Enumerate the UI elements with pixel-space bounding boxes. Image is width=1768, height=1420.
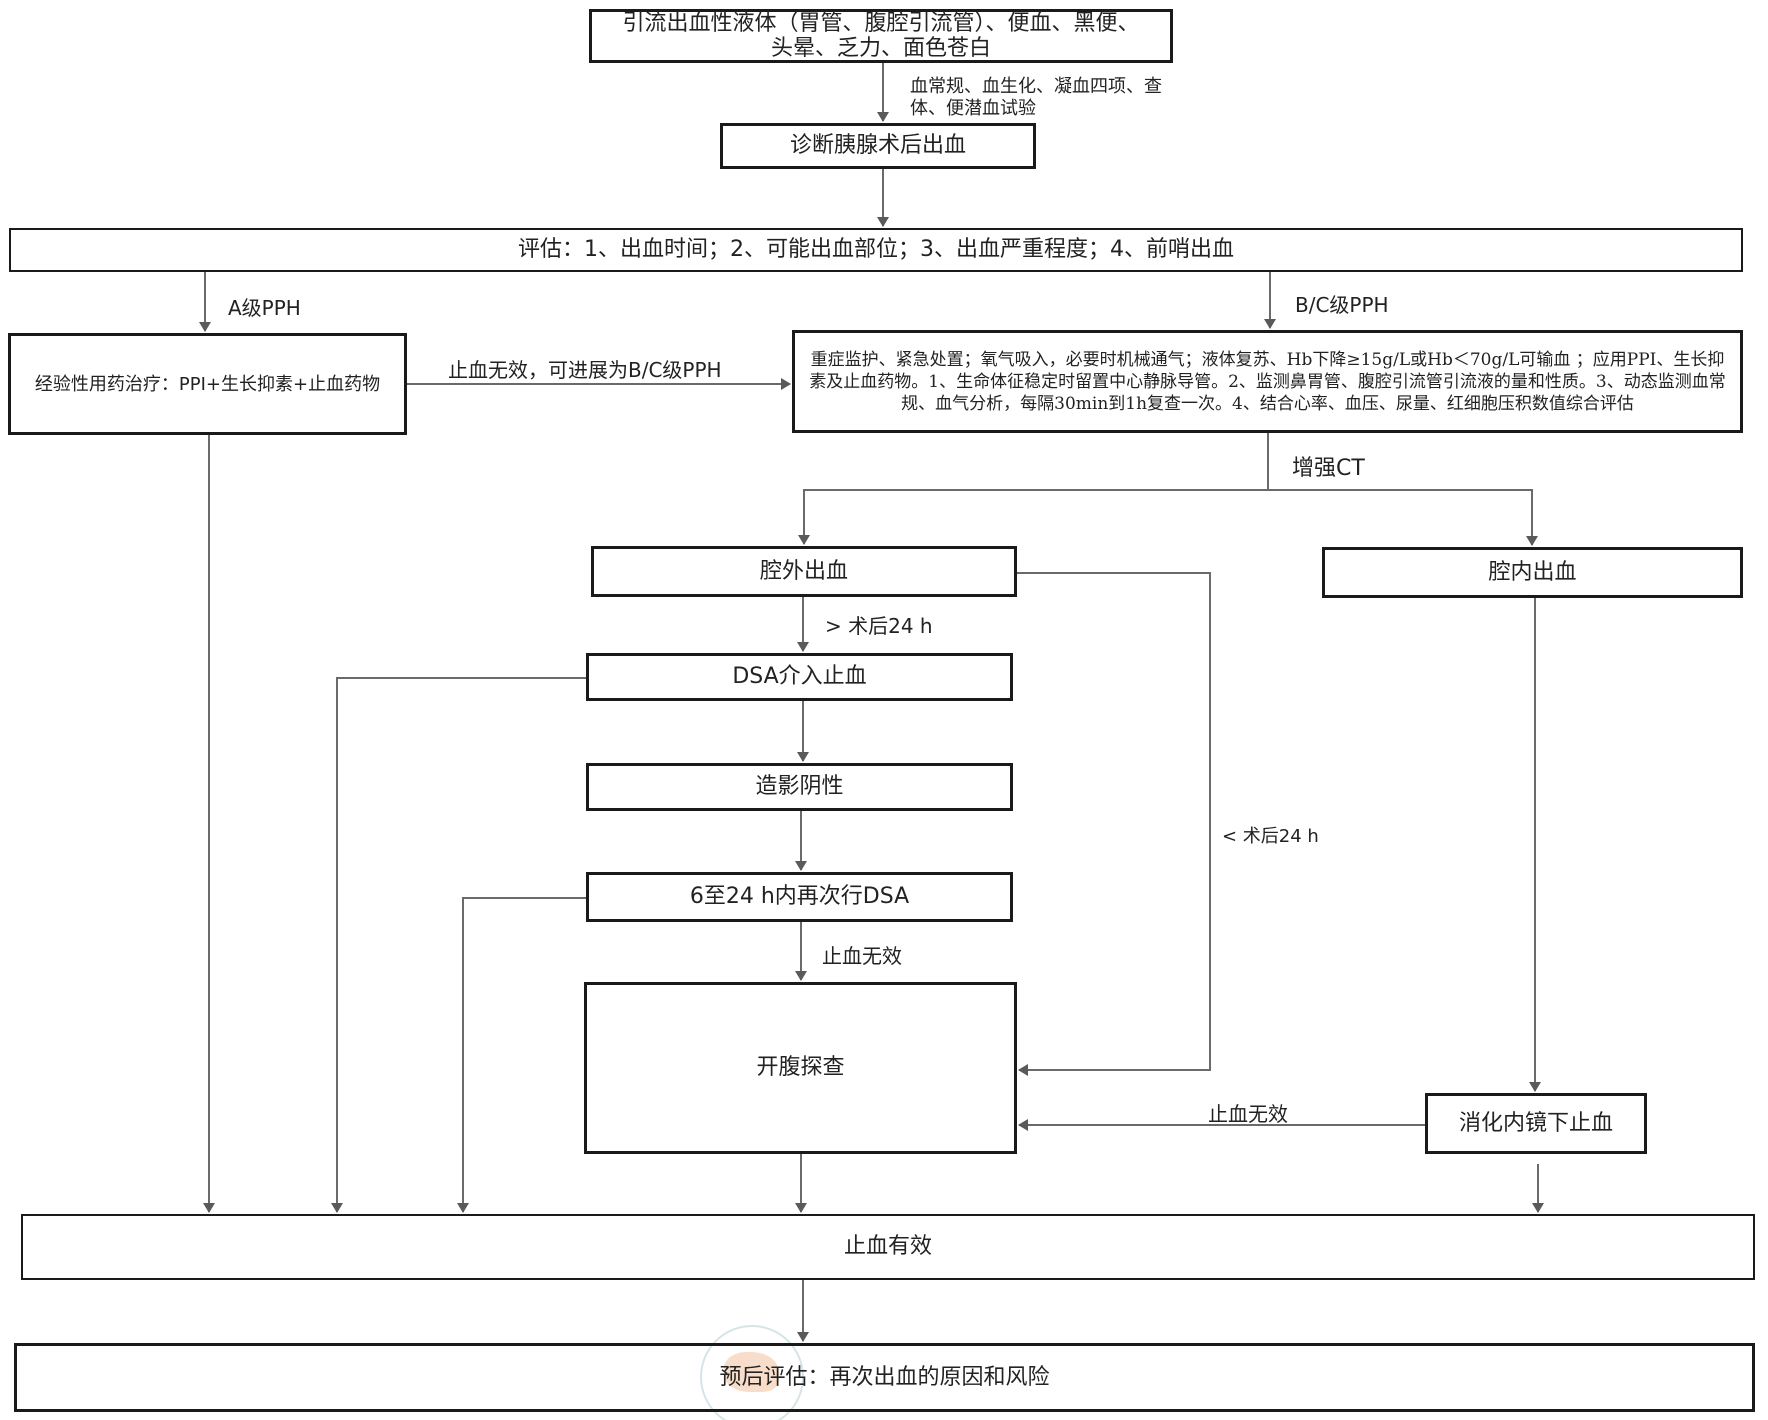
- node-hemostasis-effective: 止血有效: [21, 1214, 1755, 1280]
- watermark-logo: [700, 1325, 804, 1420]
- node-assessment-text: 评估：1、出血时间；2、可能出血部位；3、出血严重程度；4、前哨出血: [518, 237, 1234, 262]
- node-laparotomy: 开腹探查: [584, 982, 1017, 1154]
- edge-extraluminal-laparotomy: [1017, 572, 1211, 1076]
- node-intraluminal-text: 腔内出血: [1488, 559, 1577, 585]
- node-repeat-dsa: 6至24 h内再次行DSA: [586, 872, 1013, 922]
- node-laparotomy-text: 开腹探查: [756, 1055, 845, 1080]
- node-grade-a-text: 经验性用药治疗：PPI+生长抑素+止血药物: [34, 373, 381, 395]
- label-within-24h: < 术后24 h: [1222, 826, 1319, 847]
- node-prognosis: 预后评估：再次出血的原因和风险: [14, 1343, 1755, 1412]
- node-intraluminal: 腔内出血: [1322, 547, 1743, 598]
- node-angio-negative: 造影阴性: [586, 763, 1013, 811]
- node-grade-bc-treatment: 重症监护、紧急处置；氧气吸入，必要时机械通气；液体复苏、Hb下降≥15g/L或H…: [792, 330, 1743, 433]
- label-tests: 血常规、血生化、凝血四项、查体、便潜血试验: [910, 76, 1162, 119]
- label-ct: 增强CT: [1292, 456, 1365, 481]
- node-angio-negative-text: 造影阴性: [755, 774, 844, 799]
- label-endo-ineffective: 止血无效: [1208, 1102, 1288, 1126]
- label-dsa-ineffective: 止血无效: [822, 944, 902, 968]
- edge-ct-to-intraluminal: [1268, 489, 1538, 546]
- node-endoscopy-text: 消化内镜下止血: [1458, 1110, 1613, 1136]
- node-assessment: 评估：1、出血时间；2、可能出血部位；3、出血严重程度；4、前哨出血: [9, 228, 1743, 272]
- node-repeat-dsa-text: 6至24 h内再次行DSA: [689, 884, 910, 909]
- node-extraluminal: 腔外出血: [591, 546, 1017, 597]
- node-symptoms: 引流出血性液体（胃管、腹腔引流管）、便血、黑便、头晕、乏力、面色苍白: [589, 9, 1173, 63]
- node-effective-text: 止血有效: [843, 1234, 932, 1259]
- node-extraluminal-text: 腔外出血: [759, 558, 848, 584]
- node-prognosis-text: 预后评估：再次出血的原因和风险: [719, 1364, 1050, 1390]
- node-symptoms-text: 引流出血性液体（胃管、腹腔引流管）、便血、黑便、头晕、乏力、面色苍白: [622, 11, 1140, 61]
- edge-repeat-to-effective: [457, 897, 586, 1213]
- node-diagnosis: 诊断胰腺术后出血: [720, 123, 1036, 169]
- edge-dsa-to-effective: [331, 677, 586, 1213]
- label-grade-a: A级PPH: [228, 296, 301, 320]
- edge-bc-to-ct-split: [798, 433, 1269, 545]
- label-grade-bc: B/C级PPH: [1295, 293, 1389, 317]
- node-diagnosis-text: 诊断胰腺术后出血: [789, 133, 966, 158]
- node-grade-bc-text: 重症监护、紧急处置；氧气吸入，必要时机械通气；液体复苏、Hb下降≥15g/L或H…: [809, 349, 1726, 414]
- node-grade-a-treatment: 经验性用药治疗：PPI+生长抑素+止血药物: [8, 333, 407, 435]
- node-dsa: DSA介入止血: [586, 653, 1013, 701]
- label-a-to-bc: 止血无效，可进展为B/C级PPH: [448, 358, 722, 382]
- label-after-24h: > 术后24 h: [825, 614, 933, 638]
- node-dsa-text: DSA介入止血: [732, 664, 867, 689]
- node-endoscopy: 消化内镜下止血: [1425, 1093, 1647, 1154]
